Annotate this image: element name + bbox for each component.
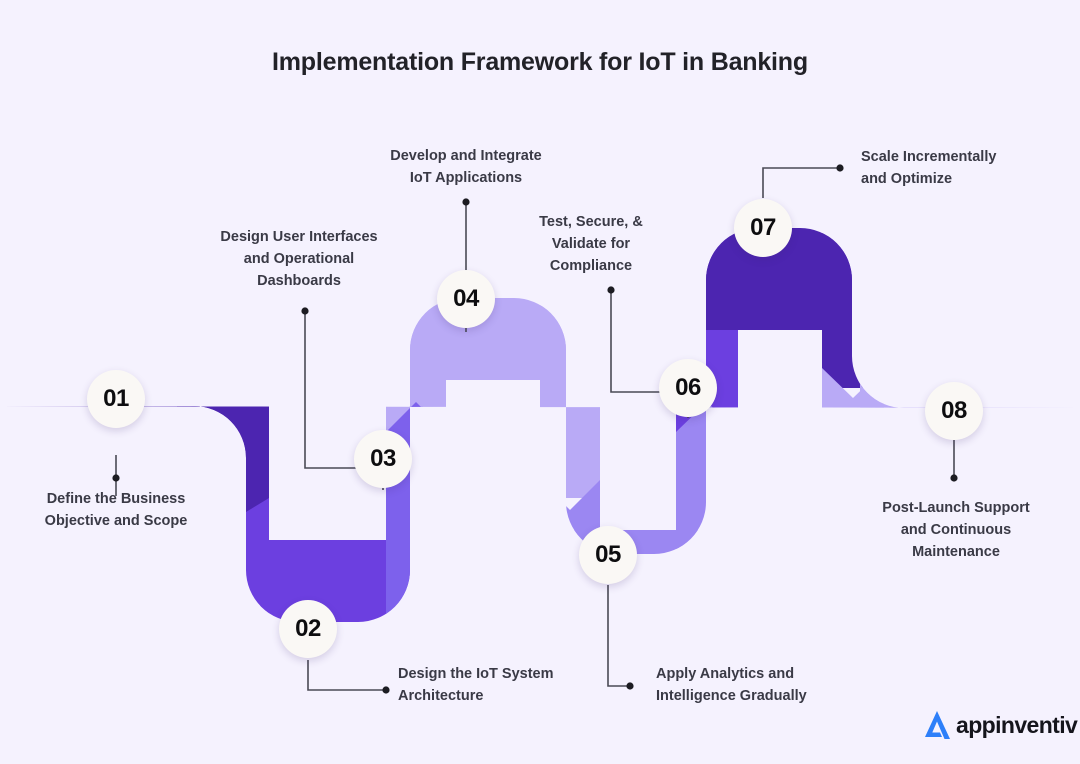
page-title: Implementation Framework for IoT in Bank… [272, 48, 808, 76]
step-circle-04[interactable]: 04 [437, 270, 495, 328]
step-circle-06[interactable]: 06 [659, 359, 717, 417]
appinventiv-logo: appinventiv [922, 709, 1078, 741]
connector-dots [112, 164, 958, 694]
step-circle-03[interactable]: 03 [354, 430, 412, 488]
step-circle-08[interactable]: 08 [925, 382, 983, 440]
step-circle-05[interactable]: 05 [579, 526, 637, 584]
appinventiv-a-mark [925, 711, 950, 739]
step-circle-02[interactable]: 02 [279, 600, 337, 658]
appinventiv-logo-text: appinventiv [956, 711, 1078, 738]
step-circle-07[interactable]: 07 [734, 199, 792, 257]
step-circle-01[interactable]: 01 [87, 370, 145, 428]
